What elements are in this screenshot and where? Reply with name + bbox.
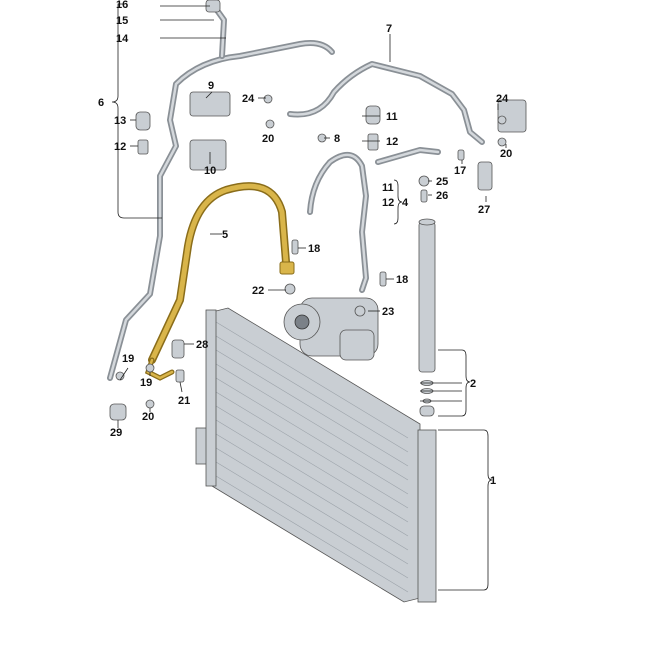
callout-25: 25 — [436, 176, 448, 188]
callout-22: 22 — [252, 285, 264, 297]
receiver-dryer — [418, 218, 436, 417]
leader-lines — [111, 3, 507, 591]
callout-5: 5 — [222, 229, 228, 241]
callout-10: 10 — [204, 165, 216, 177]
callout-1: 1 — [490, 475, 496, 487]
callout-19-mid: 19 — [140, 377, 152, 389]
callout-27: 27 — [478, 204, 490, 216]
callout-7: 7 — [386, 23, 392, 35]
callout-12-mid: 12 — [382, 197, 394, 209]
refrigerant-pipes — [107, 3, 485, 381]
callout-18-upper: 18 — [308, 243, 320, 255]
callout-26: 26 — [436, 190, 448, 202]
callout-24-right: 24 — [496, 93, 509, 105]
condenser — [195, 307, 437, 603]
callout-9: 9 — [208, 80, 214, 92]
callout-24-left: 24 — [242, 93, 255, 105]
callout-13: 13 — [114, 115, 126, 127]
callout-20-lower: 20 — [142, 411, 154, 423]
callout-15: 15 — [116, 15, 128, 27]
callout-11-mid: 11 — [382, 182, 394, 194]
callout-20-right: 20 — [500, 148, 512, 160]
small-parts — [109, 0, 527, 421]
condenser-fins — [215, 321, 409, 593]
callout-29: 29 — [110, 427, 122, 439]
callout-14: 14 — [116, 33, 129, 45]
callout-4: 4 — [402, 197, 409, 209]
callout-17: 17 — [454, 165, 466, 177]
callout-28: 28 — [196, 339, 208, 351]
callout-20-upper-left: 20 — [262, 133, 274, 145]
callout-labels: 16 15 14 7 9 6 24 24 11 13 20 8 12 12 20… — [98, 0, 512, 487]
callout-18-lower: 18 — [396, 274, 408, 286]
callout-16: 16 — [116, 0, 128, 11]
callout-19-left: 19 — [122, 353, 134, 365]
callout-11-top: 11 — [386, 111, 398, 123]
callout-6: 6 — [98, 97, 104, 109]
callout-2: 2 — [470, 378, 476, 390]
callout-8: 8 — [334, 133, 340, 145]
callout-23: 23 — [382, 306, 394, 318]
callout-12-top: 12 — [386, 136, 398, 148]
callout-12-left: 12 — [114, 141, 126, 153]
callout-21: 21 — [178, 395, 190, 407]
